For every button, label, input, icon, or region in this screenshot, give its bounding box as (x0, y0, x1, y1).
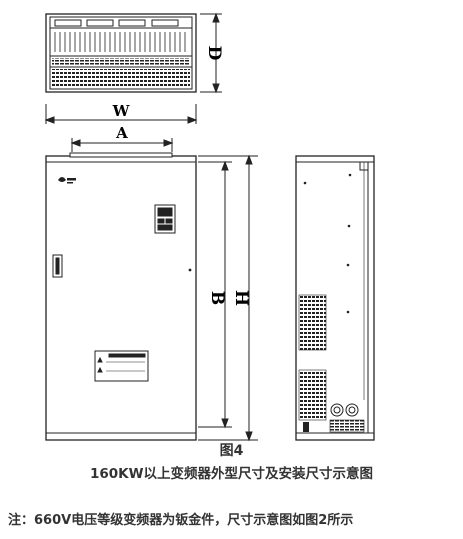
width-label: W (112, 102, 131, 120)
figure-caption: 160KW以上变频器外型尺寸及安装尺寸示意图 (89, 466, 374, 482)
warning-label (94, 350, 149, 382)
width-dimension (44, 104, 198, 124)
side-foot (303, 422, 309, 432)
cable-glands (330, 403, 359, 417)
side-vent-upper (298, 294, 327, 351)
side-terminal-vent (329, 419, 365, 433)
top-view (45, 13, 197, 93)
front-view (45, 152, 197, 441)
figure-note: 注：660V电压等级变频器为钣金件，尺寸示意图如图2所示 (8, 513, 354, 528)
depth-label: D (204, 46, 224, 61)
mount-height-dimension (198, 160, 232, 429)
depth-dimension (200, 12, 222, 94)
top-view-ribs (54, 32, 186, 52)
mount-width-label: A (115, 124, 128, 142)
height-dimension (198, 154, 258, 442)
height-label: H (231, 290, 251, 306)
keypad-panel (154, 204, 176, 234)
mount-height-label: B (207, 291, 227, 305)
screw-hole (188, 268, 192, 272)
door-handle (52, 254, 63, 278)
brand-logo (58, 177, 76, 184)
figure-label: 图4 (219, 443, 244, 459)
side-view-screws (303, 173, 352, 314)
side-vent-lower (298, 369, 327, 421)
mount-width-dimension (70, 138, 174, 152)
side-view (295, 155, 375, 441)
